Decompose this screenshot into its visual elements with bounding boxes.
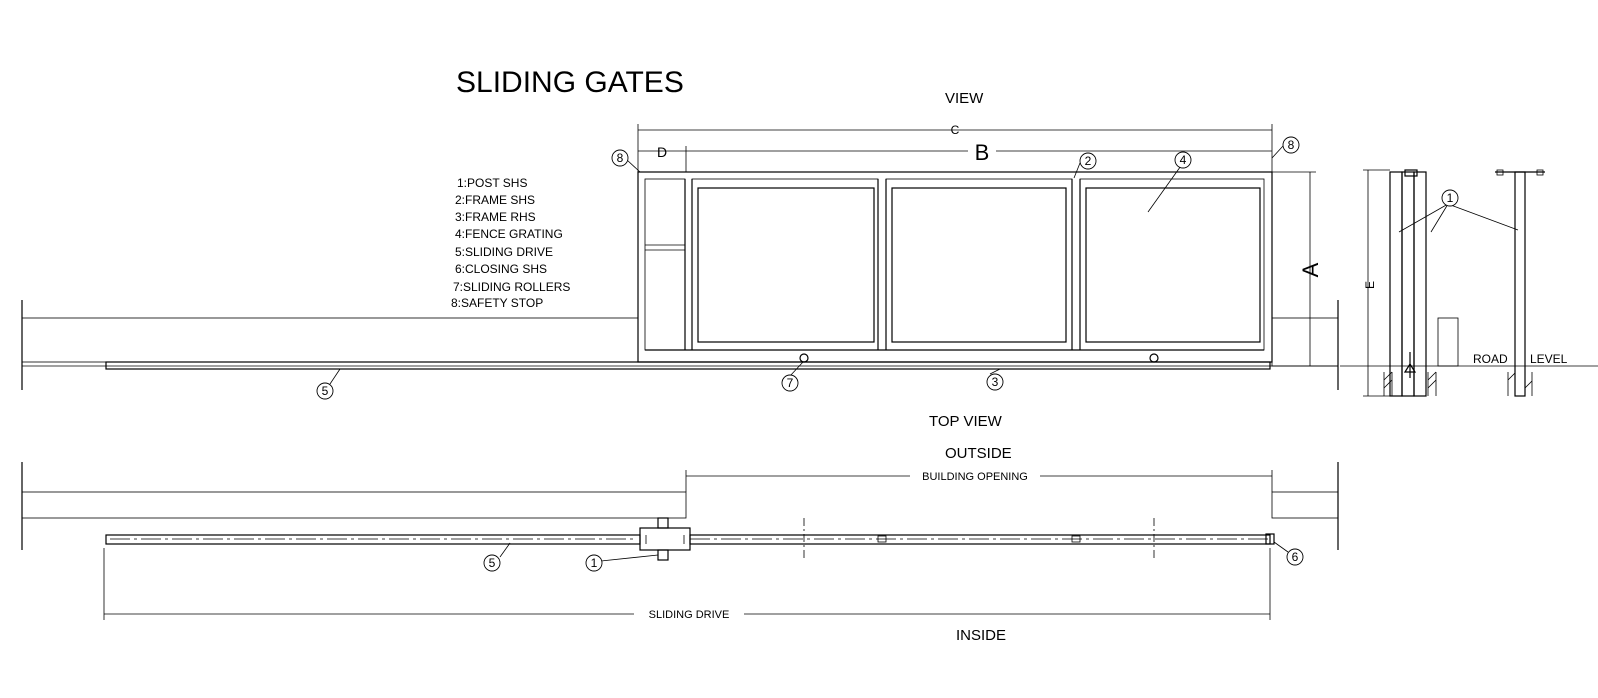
legend-item-4: 4:FENCE GRATING bbox=[455, 227, 563, 241]
left-wall bbox=[21, 317, 639, 363]
sliding-roller-left bbox=[799, 353, 809, 363]
gate-frame bbox=[637, 171, 1273, 363]
top-sliding-drive-rail bbox=[105, 534, 641, 545]
dimension-a: A bbox=[1298, 262, 1323, 277]
callout-4: 4 bbox=[1180, 153, 1187, 167]
legend-item-2: 2:FRAME SHS bbox=[455, 193, 535, 207]
callout-5-elevation: 5 bbox=[322, 384, 329, 398]
grating-panel-1 bbox=[691, 178, 879, 351]
post-shs bbox=[639, 527, 691, 551]
top-left-wall bbox=[21, 491, 687, 519]
road-label: ROAD bbox=[1473, 352, 1508, 366]
callout-7: 7 bbox=[787, 376, 794, 390]
callout-5-top: 5 bbox=[489, 556, 496, 570]
callout-2: 2 bbox=[1085, 154, 1092, 168]
top-view-label: TOP VIEW bbox=[929, 413, 1003, 430]
sliding-drive-dimension: SLIDING DRIVE bbox=[649, 609, 730, 621]
outside-label: OUTSIDE bbox=[945, 445, 1012, 462]
legend: 1:POST SHS 2:FRAME SHS 3:FRAME RHS 4:FEN… bbox=[451, 176, 570, 310]
dimension-d: D bbox=[657, 144, 667, 160]
legend-item-1: 1:POST SHS bbox=[457, 176, 527, 190]
legend-item-3: 3:FRAME RHS bbox=[455, 210, 536, 224]
legend-item-8: 8:SAFETY STOP bbox=[451, 296, 543, 310]
dimension-b: B bbox=[975, 140, 990, 165]
sliding-roller-right bbox=[1149, 353, 1159, 363]
closing-shs bbox=[1265, 533, 1275, 545]
drawing-title: SLIDING GATES bbox=[456, 66, 684, 99]
inside-label: INSIDE bbox=[956, 627, 1006, 644]
dimension-e: E bbox=[1363, 281, 1377, 289]
top-right-wall bbox=[1271, 491, 1339, 519]
callout-6: 6 bbox=[1292, 550, 1299, 564]
grating-panel-3 bbox=[1079, 178, 1265, 351]
sliding-drive-rail bbox=[105, 361, 1271, 370]
callout-8-left: 8 bbox=[617, 151, 624, 165]
top-view: TOP VIEW OUTSIDE INSIDE BUILDING OPENING bbox=[21, 413, 1339, 644]
callout-3: 3 bbox=[992, 375, 999, 389]
dimension-c: C bbox=[951, 123, 960, 137]
legend-item-5: 5:SLIDING DRIVE bbox=[455, 245, 553, 259]
view-label: VIEW bbox=[945, 90, 984, 107]
side-section: E ROAD LEVEL 1 bbox=[1340, 169, 1598, 397]
callout-1-section: 1 bbox=[1447, 191, 1454, 205]
legend-item-7: 7:SLIDING ROLLERS bbox=[453, 280, 570, 294]
top-gate-plan bbox=[689, 534, 1271, 545]
callout-1-top: 1 bbox=[591, 556, 598, 570]
right-wall bbox=[1271, 317, 1339, 367]
legend-item-6: 6:CLOSING SHS bbox=[455, 262, 547, 276]
building-opening-label: BUILDING OPENING bbox=[922, 471, 1028, 483]
elevation-view: C D B A 8 8 2 4 5 7 3 bbox=[21, 123, 1339, 400]
callout-8-right: 8 bbox=[1288, 138, 1295, 152]
grating-panel-2 bbox=[885, 178, 1073, 351]
level-label: LEVEL bbox=[1530, 352, 1568, 366]
